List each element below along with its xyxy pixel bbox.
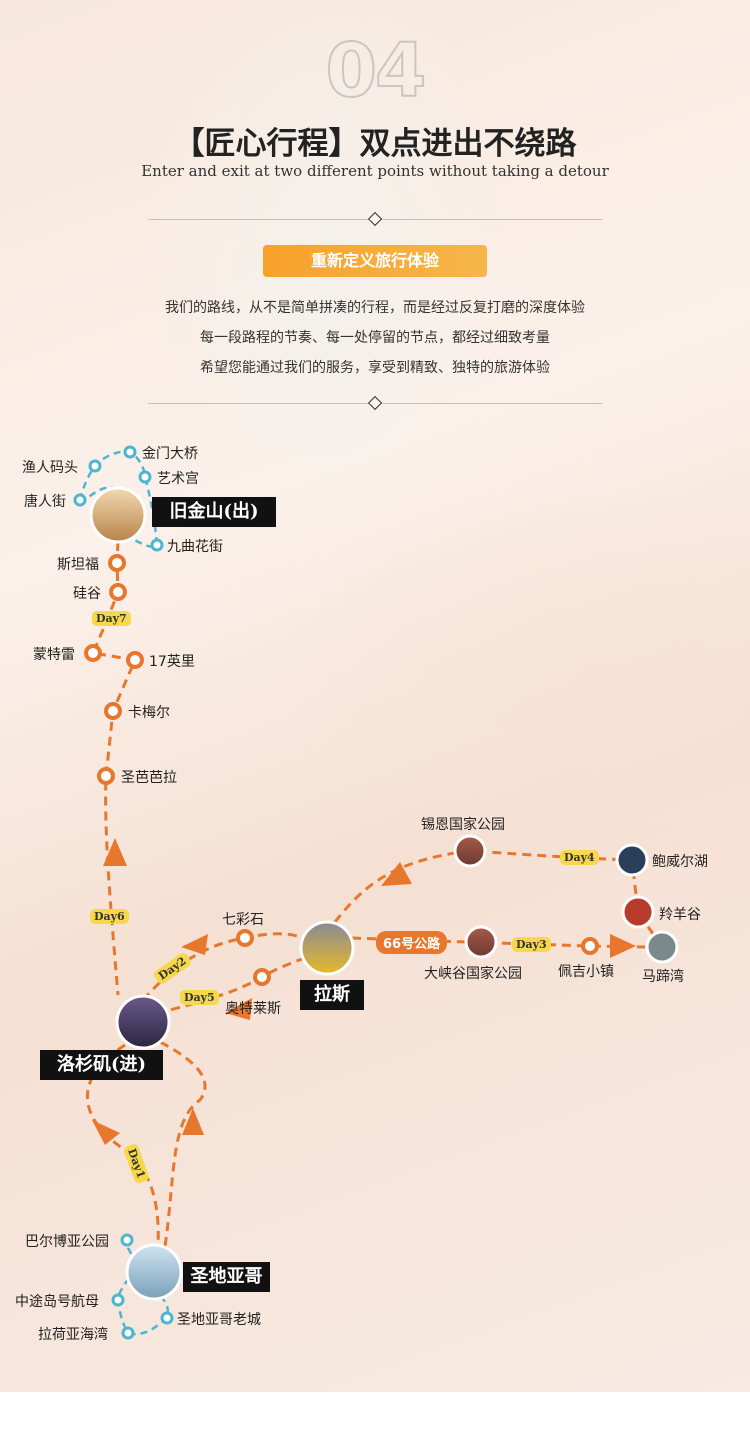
page-subtitle: Enter and exit at two different points w… <box>141 162 609 180</box>
arrow-icon <box>103 838 127 866</box>
stop-label: 鲍威尔湖 <box>652 854 708 870</box>
arrow-icon <box>381 862 412 886</box>
day-badge-3: Day3 <box>512 937 551 952</box>
arrow-icon <box>182 1108 204 1135</box>
stop-label: 卡梅尔 <box>128 705 170 721</box>
stop-label: 圣芭芭拉 <box>121 770 177 786</box>
spot-label: 九曲花街 <box>167 539 223 555</box>
canyon-background <box>0 0 750 1392</box>
day-badge-4: Day4 <box>560 850 599 865</box>
spot-label: 巴尔博亚公园 <box>25 1234 109 1250</box>
day-badge-6: Day6 <box>90 909 129 924</box>
stop-label: 奥特莱斯 <box>225 1001 281 1017</box>
arrow-icon <box>92 1120 120 1145</box>
antelope-photo <box>621 895 655 929</box>
arrow-icon <box>181 934 208 955</box>
sd-photo <box>125 1243 183 1301</box>
route66-badge: 66号公路 <box>376 931 448 954</box>
stop-label: 蒙特雷 <box>33 647 75 663</box>
arrow-icon <box>225 998 252 1020</box>
day-badge-5: Day5 <box>180 990 219 1005</box>
city-label-sf: 旧金山(出) <box>152 497 276 527</box>
intro-line: 希望您能通过我们的服务，享受到精致、独特的旅游体验 <box>200 360 550 376</box>
main-route <box>85 541 664 1247</box>
city-label-la: 洛杉矶(进) <box>40 1050 163 1080</box>
page-title: 【匠心行程】双点进出不绕路 <box>173 126 577 162</box>
horseshoe-photo <box>645 930 679 964</box>
spot-label: 圣地亚哥老城 <box>177 1312 261 1328</box>
vegas-photo <box>299 920 355 976</box>
stop-label: 大峡谷国家公园 <box>424 966 522 982</box>
spot-label: 中途岛号航母 <box>15 1294 99 1310</box>
arrow-icon <box>610 934 636 958</box>
city-photos <box>89 486 679 1301</box>
powell-photo <box>615 843 649 877</box>
stop-label: 七彩石 <box>222 912 264 928</box>
route-stops <box>84 554 599 986</box>
city-label-vegas: 拉斯 <box>300 980 364 1010</box>
stop-label: 锡恩国家公园 <box>421 817 505 833</box>
intro-line: 每一段路程的节奏、每一处停留的节点，都经过细致考量 <box>200 330 550 346</box>
stop-label: 佩吉小镇 <box>558 964 614 980</box>
grand-canyon-photo <box>464 925 498 959</box>
city-label-sd: 圣地亚哥 <box>183 1262 270 1292</box>
la-photo <box>115 994 171 1050</box>
stop-label: 羚羊谷 <box>659 907 701 923</box>
spot-label: 渔人码头 <box>22 460 78 476</box>
spot-label: 唐人街 <box>24 494 66 510</box>
zion-photo <box>453 834 487 868</box>
section-badge: 重新定义旅行体验 <box>263 245 487 277</box>
spot-label: 拉荷亚海湾 <box>38 1327 108 1343</box>
direction-arrows <box>92 838 636 1145</box>
day-badge-7: Day7 <box>92 611 131 626</box>
stop-label: 硅谷 <box>73 586 101 602</box>
sf-photo <box>89 486 147 544</box>
spot-label: 艺术宫 <box>157 471 199 487</box>
section-number: 04 <box>325 27 428 115</box>
stop-label: 17英里 <box>149 654 195 670</box>
stop-label: 斯坦福 <box>57 557 99 573</box>
stop-label: 马蹄湾 <box>642 969 684 985</box>
local-stops <box>73 445 174 1340</box>
intro-line: 我们的路线，从不是简单拼凑的行程，而是经过反复打磨的深度体验 <box>165 300 585 316</box>
spot-label: 金门大桥 <box>142 446 198 462</box>
